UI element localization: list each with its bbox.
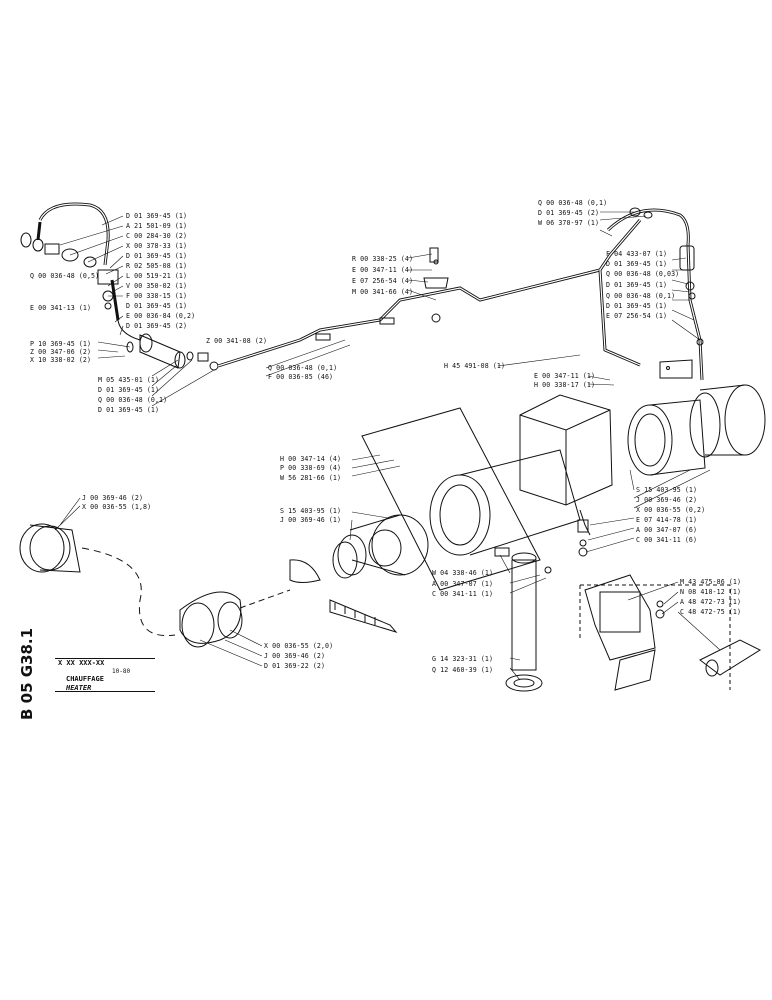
part-label: C 00 284-30 (2)	[126, 232, 188, 240]
part-label: F 00 338-15 (1)	[126, 292, 188, 300]
filter-line-assembly	[606, 207, 704, 381]
bracket	[423, 247, 449, 289]
part-label: E 00 347-11 (4)	[352, 266, 414, 274]
part-label: A 00 347-07 (6)	[636, 526, 698, 534]
part-label: D 01 369-45 (1)	[606, 260, 668, 268]
part-label: V 00 350-02 (1)	[126, 282, 188, 290]
part-label: M 00 341-66 (4)	[352, 288, 414, 296]
part-label: D 01 369-45 (1)	[98, 386, 160, 394]
part-label: Q 12 460-39 (1)	[432, 666, 494, 674]
part-label: R 00 338-25 (4)	[352, 255, 414, 263]
part-label: D 01 369-45 (1)	[606, 302, 668, 310]
part-label: E 07 256-54 (4)	[352, 277, 414, 285]
part-label: C 00 341-11 (6)	[636, 536, 698, 544]
heater-unit	[429, 384, 766, 557]
part-label: H 45 491-08 (1)	[444, 362, 506, 370]
part-label: J 00 369-46 (2)	[636, 496, 698, 504]
part-label: M 43 475-86 (1)	[680, 578, 742, 586]
fuel-line-assembly	[20, 202, 642, 371]
part-label: E 00 347-11 (1)	[534, 372, 596, 380]
mounting-plate	[361, 407, 541, 591]
part-label: D 01 369-45 (1)	[126, 252, 188, 260]
part-label: H 00 347-14 (4)	[280, 455, 342, 463]
part-label: S 15 403-95 (1)	[636, 486, 698, 494]
part-label: A 21 501-09 (1)	[126, 222, 188, 230]
part-label: F 00 036-85 (46)	[268, 373, 334, 381]
part-label: C 00 341-11 (1)	[432, 590, 494, 598]
part-label: W 56 281-66 (1)	[280, 474, 342, 482]
part-label: D 01 369-45 (1)	[126, 302, 188, 310]
part-code: X XX XXX-XX	[58, 659, 105, 667]
part-label: S 15 403-95 (1)	[280, 507, 342, 515]
revision-date: 10-80	[112, 668, 131, 675]
part-label: H 00 338-17 (1)	[534, 381, 596, 389]
part-label: Q 00 036-48 (0,1)	[606, 292, 676, 300]
part-label: Q 00 036-48 (0,1)	[538, 199, 608, 207]
part-label: D 01 369-22 (2)	[264, 662, 326, 670]
part-label: Q 00 036-48 (0,1)	[98, 396, 168, 404]
air-duct	[19, 514, 429, 648]
part-label: D 01 369-45 (1)	[606, 281, 668, 289]
part-label: Q 00 036-48 (0,5)	[30, 272, 100, 280]
part-label: R 02 505-08 (1)	[126, 262, 188, 270]
part-label: W 06 370-97 (1)	[538, 219, 600, 227]
part-label: X 00 036-55 (2,0)	[264, 642, 334, 650]
part-label: C 48 472-75 (1)	[680, 608, 742, 616]
part-label: D 01 369-45 (1)	[98, 406, 160, 414]
part-label: L 00 519-21 (1)	[126, 272, 188, 280]
part-label: P 00 338-69 (4)	[280, 464, 342, 472]
part-label: D 01 369-45 (2)	[538, 209, 600, 217]
part-label: X 00 036-55 (0,2)	[636, 506, 706, 514]
part-label: E 00 341-13 (1)	[30, 304, 92, 312]
exhaust-pipe	[494, 547, 552, 692]
part-label: M 05 435-01 (1)	[98, 376, 160, 384]
part-label: J 00 369-46 (2)	[82, 494, 144, 502]
leader-lines	[54, 211, 721, 681]
part-label: N 08 418-12 (1)	[680, 588, 742, 596]
part-label: Q 00 036-48 (0,03)	[606, 270, 680, 278]
control-box	[579, 574, 762, 691]
title-french: CHAUFFAGE	[66, 675, 104, 683]
part-label: X 10 338-02 (2)	[30, 356, 92, 364]
part-label: J 00 369-46 (1)	[280, 516, 342, 524]
part-label: D 01 369-45 (1)	[126, 212, 188, 220]
part-label: G 14 323-31 (1)	[432, 655, 494, 663]
part-label: E 07 414-78 (1)	[636, 516, 698, 524]
part-label: J 00 369-46 (2)	[264, 652, 326, 660]
part-label: W 04 338-46 (1)	[432, 569, 494, 577]
part-label: Z 00 341-08 (2)	[206, 337, 268, 345]
part-label: Z 00 347-06 (2)	[30, 348, 92, 356]
title-english: HEATER	[66, 684, 92, 692]
sheet-reference: B 05 G38.1	[18, 627, 36, 720]
part-label: Q 00 036-48 (0,1)	[268, 364, 338, 372]
part-label: A 00 347-07 (1)	[432, 580, 494, 588]
part-label: E 00 036-84 (0,2)	[126, 312, 196, 320]
part-label: D 01 369-45 (2)	[126, 322, 188, 330]
part-label: X 00 378-33 (1)	[126, 242, 188, 250]
part-label: A 48 472-73 (1)	[680, 598, 742, 606]
part-label: F 04 433-07 (1)	[606, 250, 668, 258]
title-block	[55, 658, 155, 692]
part-label: E 07 256-54 (1)	[606, 312, 668, 320]
part-label: X 00 036-55 (1,8)	[82, 503, 152, 511]
part-label: P 10 369-45 (1)	[30, 340, 92, 348]
